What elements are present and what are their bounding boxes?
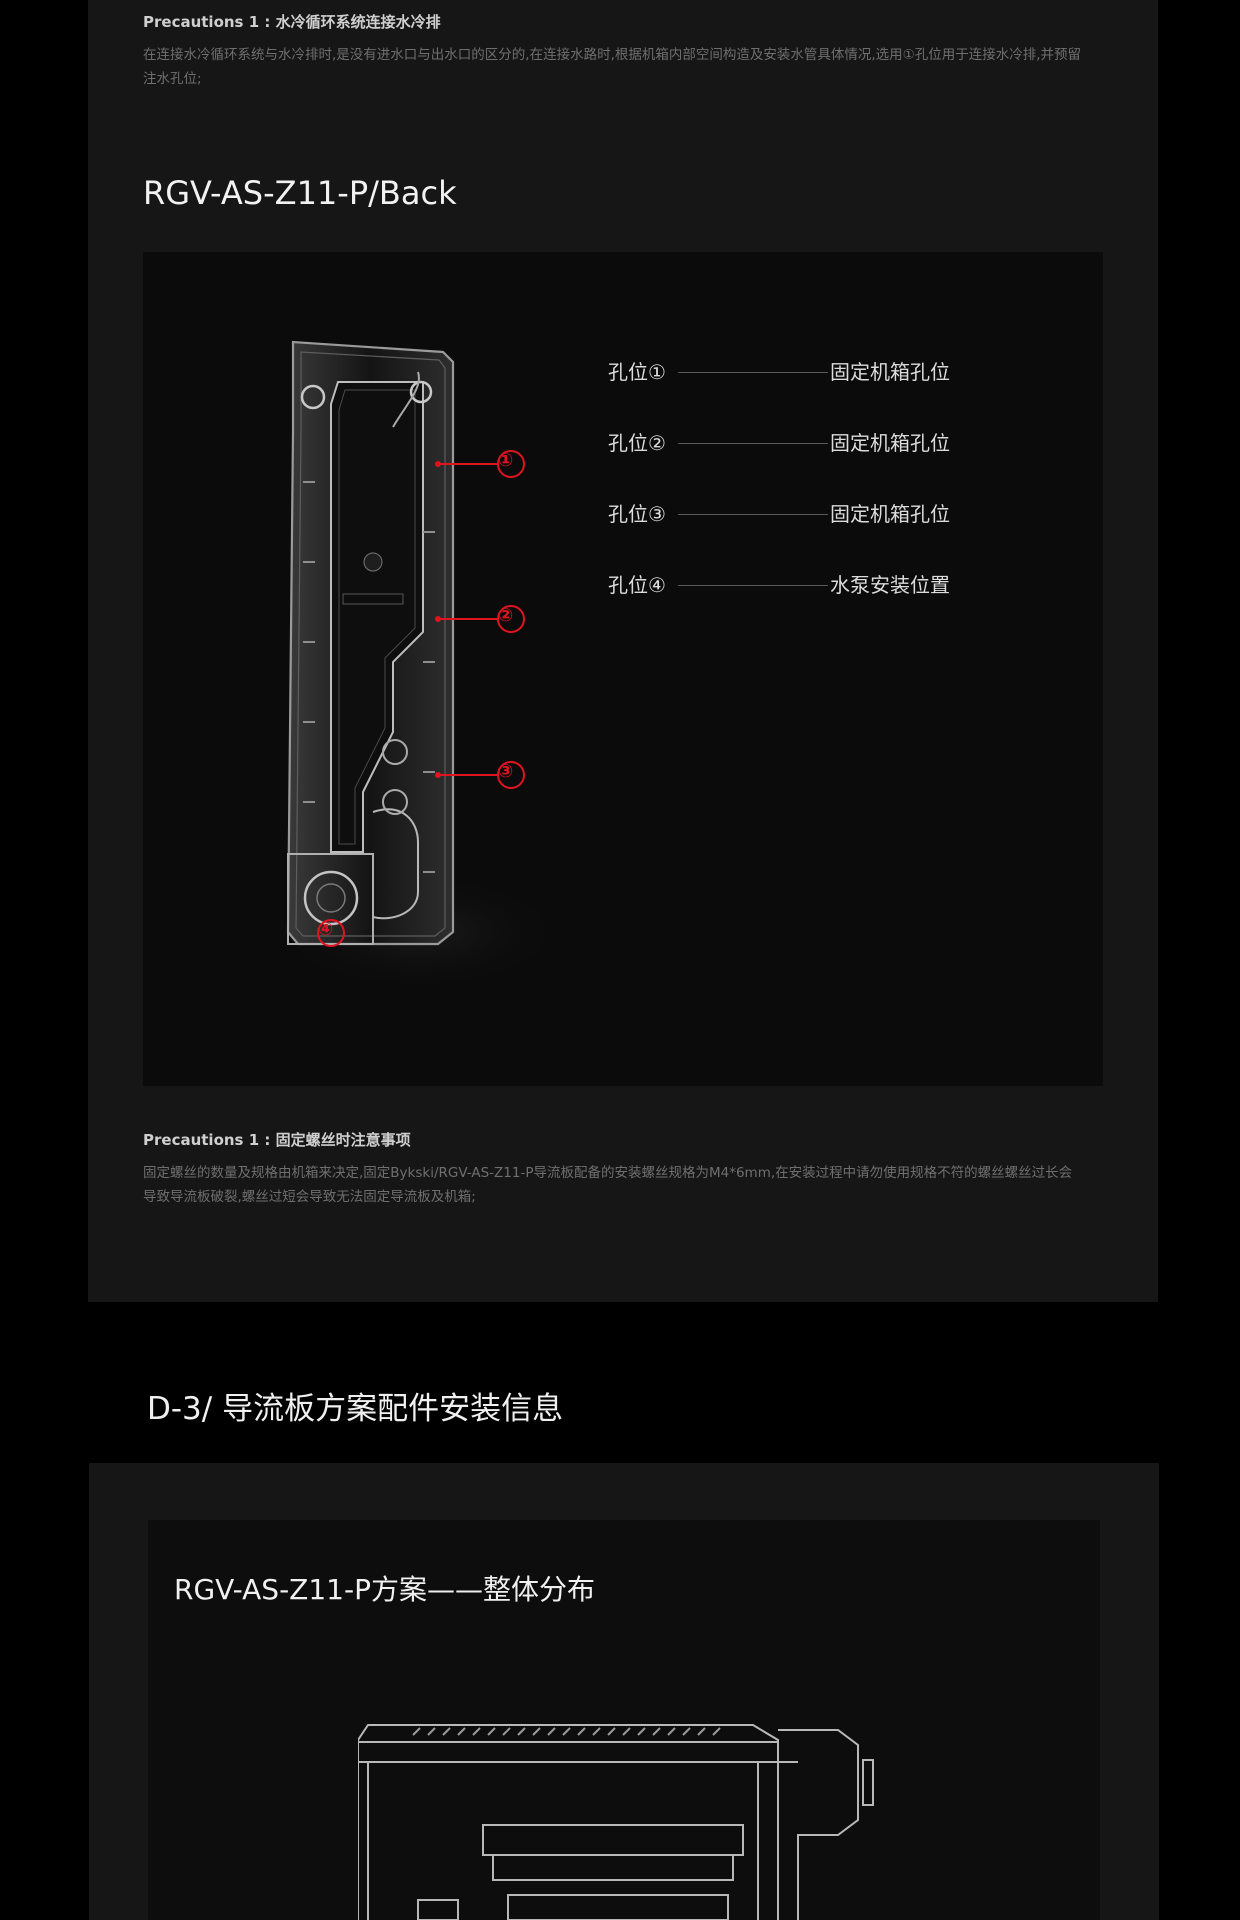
legend-line	[678, 514, 828, 515]
product-title: RGV-AS-Z11-P/Back	[143, 174, 457, 212]
product-image-area: ① ② ③ ④ 孔位① 固定机箱孔位 孔位② 固定机箱孔位 孔位③ 固定机箱孔位…	[143, 252, 1103, 1086]
callout-4: ④	[318, 919, 334, 940]
distribution-plate-image	[268, 340, 568, 992]
bottom-panel: RGV-AS-Z11-P方案——整体分布	[89, 1463, 1159, 1920]
legend-row-4: 孔位④ 水泵安装位置	[608, 571, 968, 599]
case-diagram-image	[358, 1724, 874, 1920]
legend-row-1: 孔位① 固定机箱孔位	[608, 358, 968, 386]
precaution-text-2: 固定螺丝的数量及规格由机箱来决定,固定Bykski/RGV-AS-Z11-P导流…	[143, 1165, 1073, 1205]
legend-line	[678, 585, 828, 586]
legend-label: 孔位②	[608, 431, 666, 455]
precaution-title-1: Precautions 1 : 水冷循环系统连接水冷排	[143, 13, 441, 31]
legend-desc: 固定机箱孔位	[830, 360, 950, 384]
legend-desc: 固定机箱孔位	[830, 502, 950, 526]
legend-line	[678, 372, 828, 373]
legend-desc: 水泵安装位置	[830, 573, 950, 597]
legend-row-2: 孔位② 固定机箱孔位	[608, 429, 968, 457]
legend-desc: 固定机箱孔位	[830, 431, 950, 455]
precaution-text-1: 在连接水冷循环系统与水冷排时,是没有进水口与出水口的区分的,在连接水路时,根据机…	[143, 47, 1082, 87]
callout-1: ①	[498, 450, 514, 471]
callout-3: ③	[498, 761, 514, 782]
section-heading-d3: D-3/ 导流板方案配件安装信息	[147, 1391, 564, 1427]
legend-line	[678, 443, 828, 444]
callout-2: ②	[498, 605, 514, 626]
legend-label: 孔位③	[608, 502, 666, 526]
distribution-title: RGV-AS-Z11-P方案——整体分布	[174, 1573, 595, 1606]
legend-label: 孔位④	[608, 573, 666, 597]
precaution-title-2: Precautions 1 : 固定螺丝时注意事项	[143, 1131, 411, 1149]
distribution-box: RGV-AS-Z11-P方案——整体分布	[148, 1520, 1100, 1920]
top-panel: Precautions 1 : 水冷循环系统连接水冷排 在连接水冷循环系统与水冷…	[88, 0, 1158, 1302]
legend-row-3: 孔位③ 固定机箱孔位	[608, 500, 968, 528]
legend-label: 孔位①	[608, 360, 666, 384]
